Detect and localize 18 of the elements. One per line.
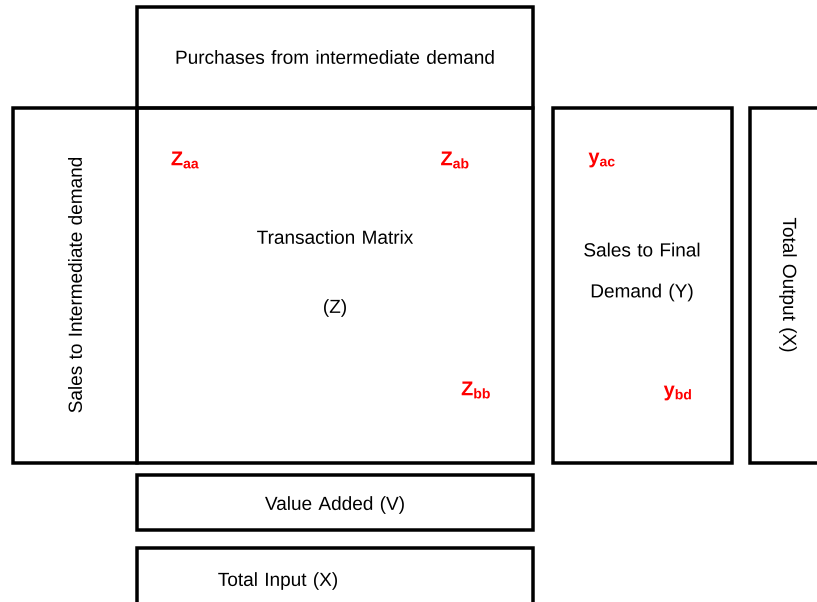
table-box — [551, 106, 734, 465]
box-label: Transaction Matrix — [257, 230, 414, 244]
box-label: Total Input (X) — [218, 572, 337, 590]
matrix-element-label: y$_{bd}$ — [664, 386, 691, 400]
box-label: Total Output (X) — [779, 218, 797, 352]
matrix-element-label: Z$_{bb}$ — [462, 382, 490, 398]
box-label: Sales to Final Demand (Y) — [584, 242, 700, 302]
matrix-element-label: y$_{ac}$ — [588, 152, 615, 168]
table-box — [748, 106, 817, 465]
table-box — [135, 106, 535, 465]
table-box — [135, 473, 535, 532]
box-label: Sales to Intermediate demand — [68, 158, 82, 412]
box-label: Purchases from intermediate demand — [176, 50, 494, 64]
box-label: (Z) — [324, 299, 346, 317]
table-box — [135, 546, 535, 602]
matrix-element-label: Z$_{ab}$ — [441, 152, 468, 168]
matrix-element-label: Z$_{aa}$ — [171, 152, 199, 168]
box-label: Value Added (V) — [265, 496, 404, 514]
